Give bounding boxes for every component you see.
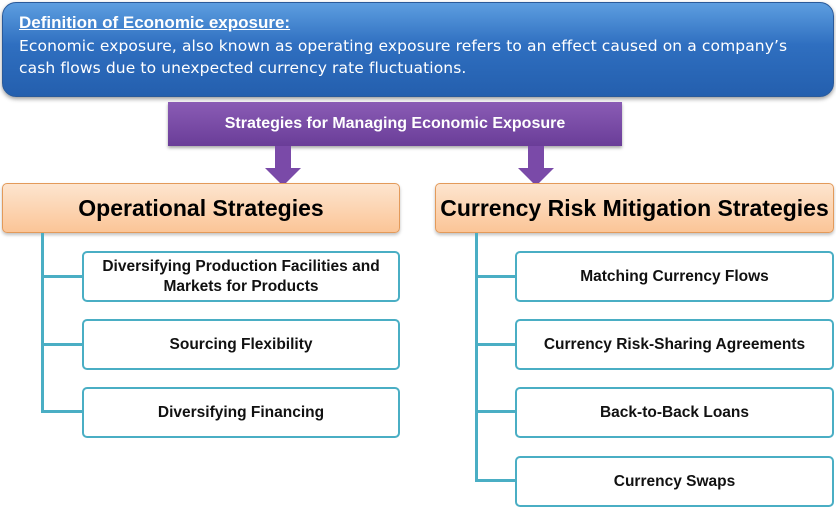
connector-line: [41, 233, 44, 413]
operational-item: Diversifying Financing: [82, 387, 400, 438]
connector-line: [475, 275, 515, 278]
connector-line: [475, 410, 515, 413]
currency-risk-strategies-header: Currency Risk Mitigation Strategies: [435, 183, 834, 233]
down-arrow-icon: [265, 146, 301, 186]
root-strategy-box: Strategies for Managing Economic Exposur…: [168, 102, 622, 146]
operational-item: Sourcing Flexibility: [82, 319, 400, 370]
currency-item: Matching Currency Flows: [515, 251, 834, 302]
definition-body: Economic exposure, also known as operati…: [19, 37, 788, 77]
connector-line: [41, 275, 82, 278]
connector-line: [475, 479, 515, 482]
currency-item: Currency Risk-Sharing Agreements: [515, 319, 834, 370]
operational-strategies-header: Operational Strategies: [2, 183, 400, 233]
definition-title: Definition of Economic exposure:: [19, 13, 291, 32]
connector-line: [475, 233, 478, 482]
connector-line: [41, 410, 82, 413]
connector-line: [475, 343, 515, 346]
operational-item: Diversifying Production Facilities and M…: [82, 251, 400, 302]
currency-item: Back-to-Back Loans: [515, 387, 834, 438]
down-arrow-icon: [518, 146, 554, 186]
currency-item: Currency Swaps: [515, 456, 834, 507]
connector-line: [41, 343, 82, 346]
definition-box: Definition of Economic exposure: Economi…: [2, 2, 834, 97]
